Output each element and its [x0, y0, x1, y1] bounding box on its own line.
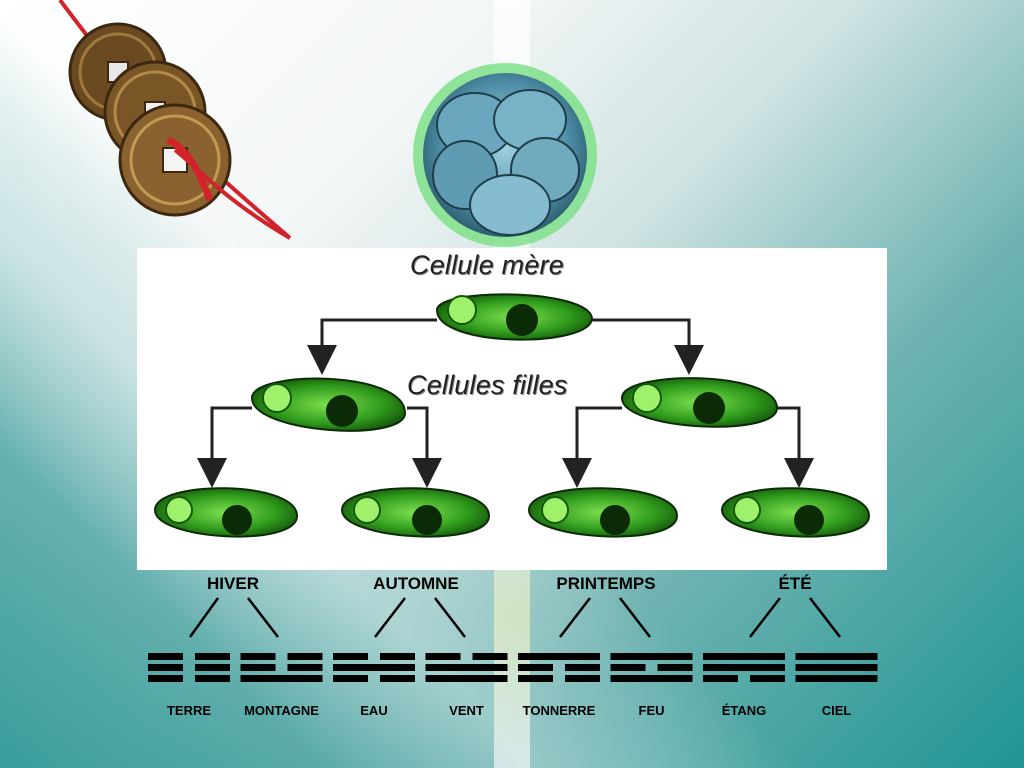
yin-line [148, 675, 183, 682]
dividing-cell-icon [340, 487, 491, 538]
yin-line [565, 675, 600, 682]
season-label-autumn: AUTOMNE [373, 574, 459, 593]
trigram-eau [333, 653, 415, 682]
trigram-label: FEU [638, 703, 665, 718]
yin-line [195, 664, 230, 671]
yin-line [472, 653, 508, 660]
yang-line [795, 653, 878, 660]
yin-line [195, 675, 230, 682]
yin-line [148, 653, 183, 660]
trigram-label: EAU [360, 703, 388, 718]
yin-line [518, 675, 553, 682]
trigram-montagne [240, 653, 323, 682]
trigram-ciel [795, 653, 878, 682]
season-label-spring: PRINTEMPS [556, 574, 656, 593]
yin-line [240, 653, 276, 660]
trigram-terre [148, 653, 230, 682]
yin-line [287, 664, 323, 671]
trigram-label: TERRE [166, 703, 212, 718]
yang-line [610, 653, 693, 660]
daughter-cells-caption: Cellules filles [407, 370, 568, 400]
chinese-coins-icon [58, 0, 292, 240]
trigram-label: CIEL [821, 703, 852, 718]
dividing-cell-icon [435, 293, 594, 341]
yin-line [610, 664, 646, 671]
yang-line [518, 653, 600, 660]
yin-line [240, 664, 276, 671]
yang-line [425, 664, 508, 671]
trigram-label: VENT [449, 703, 484, 718]
trigram-label: MONTAGNE [244, 703, 319, 718]
season-label-summer: ÉTÉ [778, 574, 812, 593]
season-label-winter: HIVER [207, 574, 259, 593]
yang-line [703, 653, 785, 660]
yang-line [795, 664, 878, 671]
embryo-cell-icon [413, 63, 597, 247]
trigram-vent [425, 653, 508, 682]
yin-line [750, 675, 785, 682]
dividing-cell-icon [250, 377, 407, 432]
dividing-cell-icon [620, 377, 779, 428]
yang-line [610, 675, 693, 682]
yang-line [703, 664, 785, 671]
yin-line [657, 664, 693, 671]
trigram-étang [703, 653, 785, 682]
yin-line [518, 664, 553, 671]
yin-line [195, 653, 230, 660]
trigram-label: ÉTANG [721, 703, 767, 718]
yang-line [425, 675, 508, 682]
dividing-cell-icon [527, 487, 679, 538]
yang-line [240, 675, 323, 682]
trigram-label: TONNERRE [522, 703, 596, 718]
yin-line [380, 653, 415, 660]
cell-division-panel: Cellule mère Cellules filles [137, 248, 887, 570]
dividing-cell-icon [153, 487, 299, 538]
yin-line [148, 664, 183, 671]
yin-line [333, 675, 368, 682]
yang-line [333, 664, 415, 671]
yang-line [795, 675, 878, 682]
dividing-cell-icon [720, 487, 871, 538]
yin-line [287, 653, 323, 660]
trigram-feu [610, 653, 693, 682]
yin-line [703, 675, 738, 682]
mother-cell-caption: Cellule mère [410, 250, 564, 280]
yin-line [425, 653, 461, 660]
division-diagram [153, 293, 871, 538]
yin-line [380, 675, 415, 682]
yin-line [333, 653, 368, 660]
yin-line [565, 664, 600, 671]
trigram-diagram [148, 597, 878, 682]
trigram-tonnerre [518, 653, 600, 682]
